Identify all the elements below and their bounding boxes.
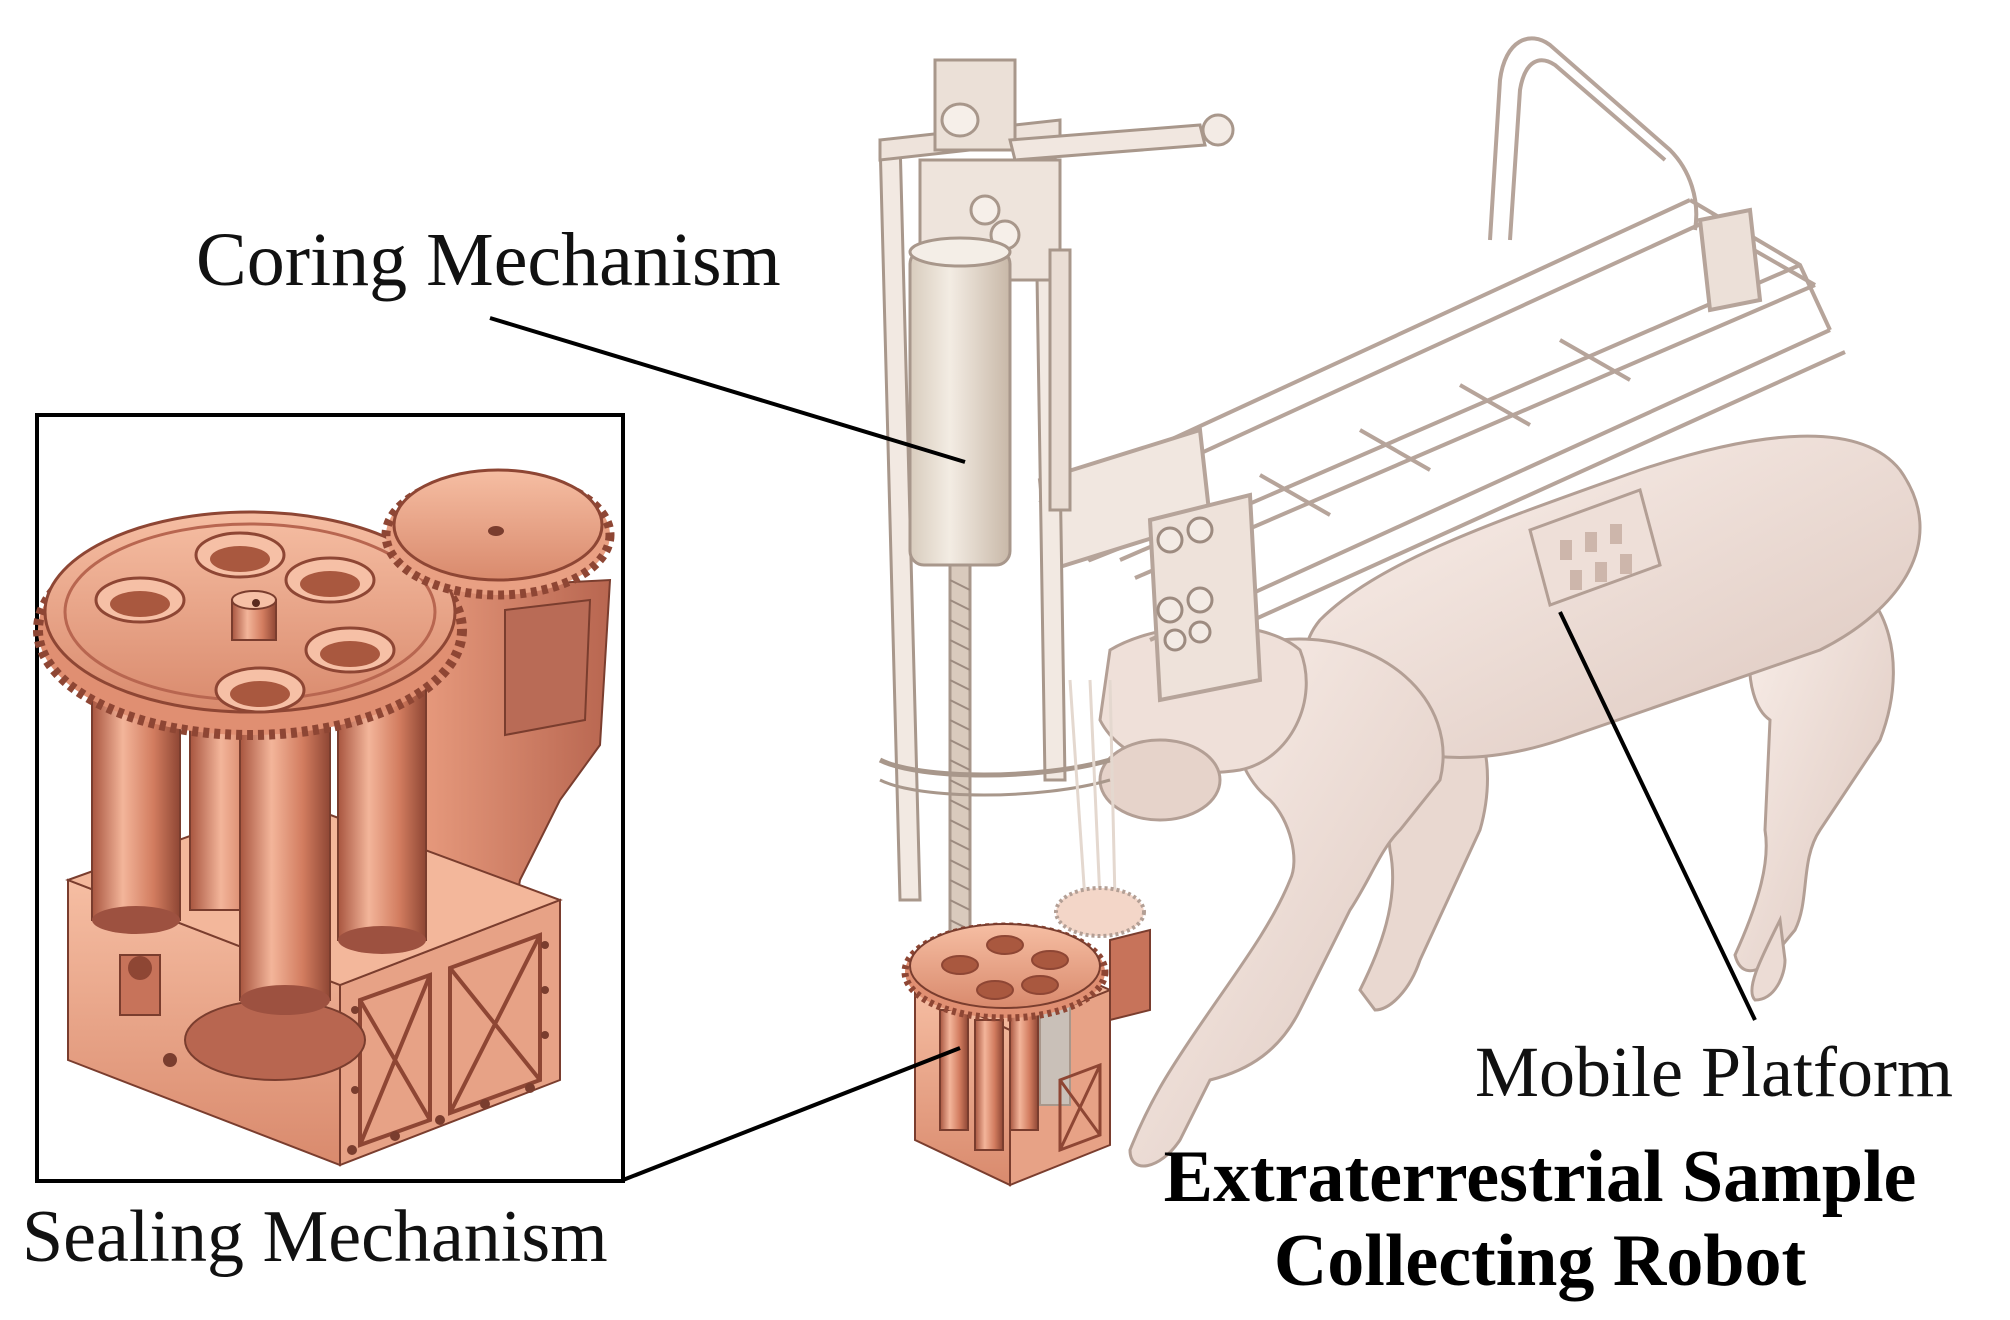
sealing-leader-line [622,1046,961,1182]
mobile-platform-robot [1098,434,1922,1168]
sealing-mechanism-assembly [901,886,1151,1187]
mobile-leader-line [1558,611,1757,1021]
coring-leader-line [489,316,966,464]
carrier-frame [1037,36,1846,703]
sealing-mechanism-label: Sealing Mechanism [22,1196,608,1278]
leader-lines [489,316,1757,1182]
sealing-inset [33,413,625,1183]
drill-motor-housing [908,248,1012,567]
coring-mechanism-label: Coring Mechanism [196,218,781,302]
mobile-platform-label: Mobile Platform [1475,1032,1953,1112]
title-line-1: Extraterrestrial Sample [1163,1136,1917,1218]
title-line-2: Collecting Robot [1273,1220,1807,1303]
figure-title: Extraterrestrial Sample Collecting Robot [1145,1135,1935,1304]
inset-sample-tube [239,699,331,1001]
coring-mechanism [878,58,1235,997]
front-leg [1128,637,1445,1168]
